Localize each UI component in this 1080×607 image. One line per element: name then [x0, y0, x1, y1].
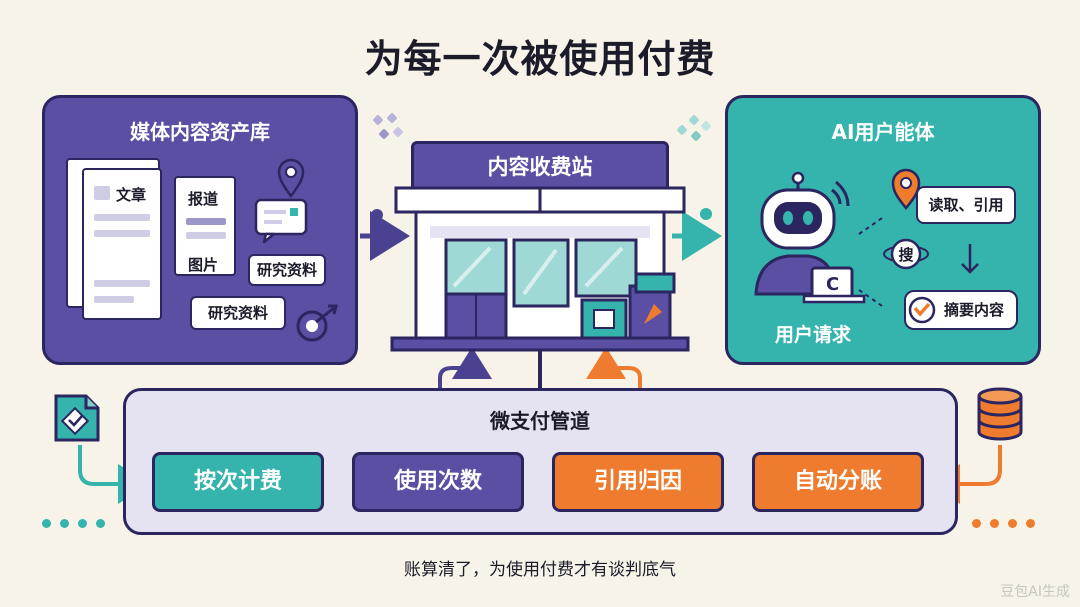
dashed-links	[858, 215, 886, 309]
step-per-use-billing: 按次计费	[152, 452, 324, 512]
decor-dots-teal	[42, 513, 114, 532]
chat-bubble-icon	[254, 198, 308, 244]
decor-dots-left	[373, 113, 403, 139]
robot-icon: C	[754, 171, 866, 304]
pipeline-title: 微支付管道	[490, 409, 590, 433]
arrow-input-orange	[928, 445, 1002, 504]
arrow-input-teal	[78, 445, 150, 504]
watermark: 豆包AI生成	[1000, 584, 1070, 600]
step-citation-attribution: 引用归因	[552, 452, 724, 512]
arrow-up-to-station	[438, 347, 492, 412]
file-check-icon	[54, 394, 100, 442]
location-pin-icon	[277, 158, 305, 198]
read-cite-label: 读取、引用	[916, 186, 1016, 224]
database-icon	[977, 387, 1023, 441]
decor-dots-orange	[972, 513, 1044, 532]
location-pin-icon	[891, 168, 921, 210]
report-label: 报道	[188, 190, 219, 208]
search-orbit-icon	[883, 238, 929, 270]
step-auto-split: 自动分账	[752, 452, 924, 512]
media-library-title: 媒体内容资产库	[130, 120, 270, 144]
station-sign: 内容收费站	[411, 141, 669, 193]
ai-agent-title: AI用户能体	[831, 120, 935, 144]
svg-text:C: C	[826, 274, 839, 295]
check-heart-icon	[908, 296, 936, 324]
decor-dots-right	[677, 115, 711, 141]
summary-label: 摘要内容	[904, 290, 1018, 330]
research-label-top: 研究资料	[248, 254, 326, 286]
connector-dot	[371, 209, 383, 221]
search-label: 搜	[898, 246, 914, 264]
report-card: 报道 图片	[174, 176, 236, 276]
document-front-label: 文章	[116, 186, 147, 204]
image-label: 图片	[188, 256, 219, 274]
toll-station-building	[390, 186, 690, 352]
arrow-down-icon	[961, 244, 979, 274]
document-front: 文章	[82, 168, 162, 320]
connector-dot	[700, 208, 712, 220]
refresh-target-icon	[296, 304, 338, 342]
step-usage-count: 使用次数	[352, 452, 524, 512]
research-label-bottom: 研究资料	[190, 296, 286, 330]
page-title: 为每一次被使用付费	[364, 37, 716, 81]
caption: 账算清了，为使用付费才有谈判底气	[404, 560, 676, 580]
user-request-label: 用户请求	[774, 324, 851, 346]
arrow-up-to-station-orange	[586, 347, 642, 412]
